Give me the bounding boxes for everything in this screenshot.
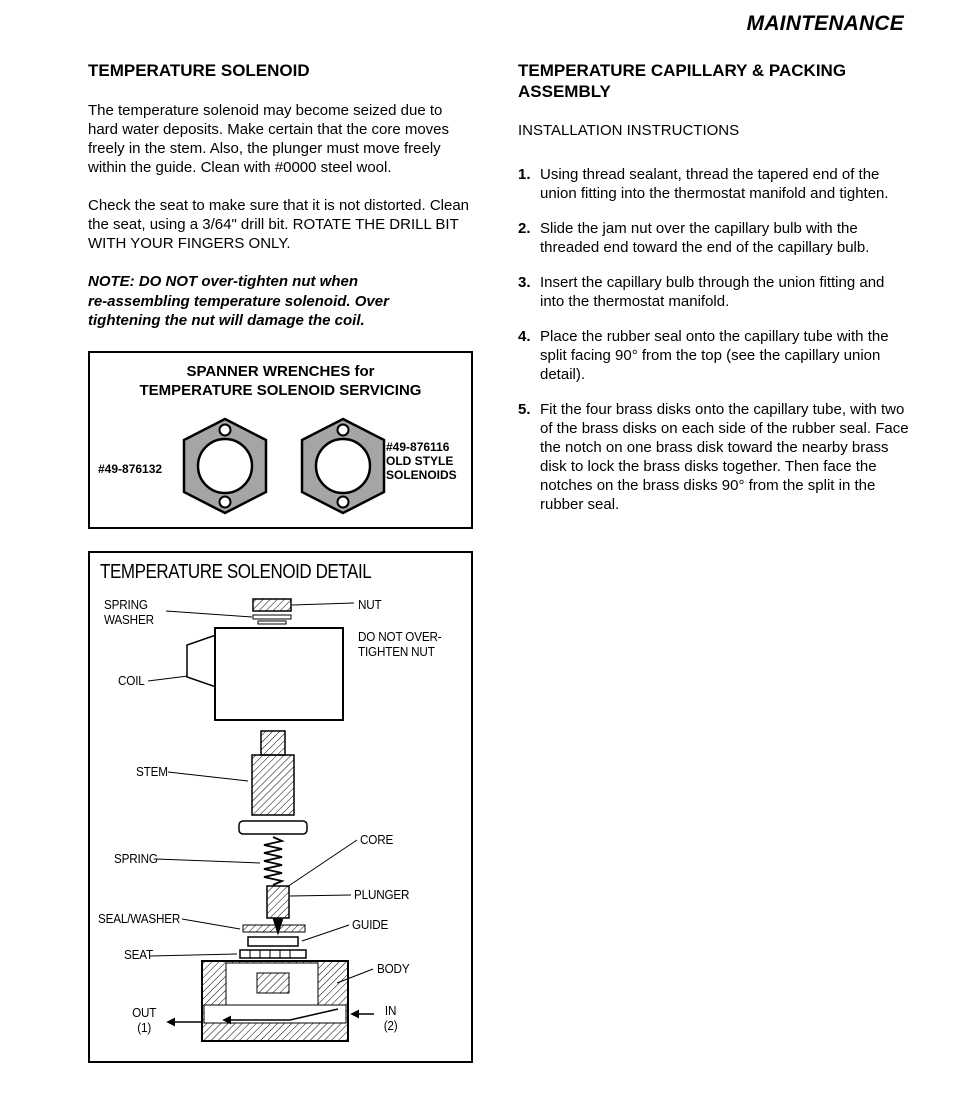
step-number: 2. (518, 220, 531, 237)
stem-part (238, 729, 308, 835)
wrench-right-label-line2: OLD STYLE (386, 453, 454, 468)
label-seat: SEAT (124, 946, 153, 962)
label-coil: COIL (118, 672, 145, 688)
leader-lines (147, 602, 374, 983)
step-number: 4. (518, 328, 531, 345)
wrench-right-label-line1: #49-876116 (386, 439, 450, 454)
spring-washer-part (252, 614, 292, 624)
label-plunger: PLUNGER (354, 886, 410, 902)
step-text: Fit the four brass disks onto the capill… (540, 401, 909, 513)
guide-part (247, 935, 299, 947)
step-item-2: 2. Slide the jam nut over the capillary … (518, 219, 910, 257)
step-text: Slide the jam nut over the capillary bul… (540, 220, 870, 256)
solenoid-exploded-diagram (147, 597, 374, 1042)
wrench-pin-hole-top (336, 423, 350, 436)
installation-steps: 1. Using thread sealant, thread the tape… (518, 165, 910, 514)
body-part (201, 959, 349, 1042)
step-number: 3. (518, 274, 531, 291)
step-number: 1. (518, 166, 531, 183)
wrench-center-hole (314, 437, 372, 494)
left-section-title: TEMPERATURE SOLENOID (88, 61, 310, 80)
solenoid-detail-figure: TEMPERATURE SOLENOID DETAIL SPRING WASHE… (88, 550, 473, 1063)
step-text: Insert the capillary bulb through the un… (540, 274, 885, 310)
label-spring-washer: SPRING WASHER (104, 596, 154, 627)
step-item-1: 1. Using thread sealant, thread the tape… (518, 165, 910, 203)
wrench-part-number-left: #49-876132 (98, 461, 163, 476)
coil-part (186, 626, 344, 721)
detail-figure-title: TEMPERATURE SOLENOID DETAIL (100, 560, 372, 583)
wrench-pin-hole-bottom (336, 495, 350, 508)
spanner-figure-title: SPANNER WRENCHES for TEMPERATURE SOLENOI… (90, 362, 471, 400)
spanner-wrench-drawing-left (182, 417, 268, 514)
right-column: TEMPERATURE CAPILLARY & PACKING ASSEMBLY… (518, 60, 910, 530)
spanner-title-line1: SPANNER WRENCHES for (186, 362, 375, 380)
wrench-pin-hole-top (218, 423, 232, 436)
page-header: MAINTENANCE (746, 12, 904, 35)
flow-arrows (166, 1009, 374, 1026)
seat-part (239, 948, 307, 959)
spanner-title-line2: TEMPERATURE SOLENOID SERVICING (139, 381, 422, 399)
wrench-center-hole (196, 437, 254, 494)
right-section-title: TEMPERATURE CAPILLARY & PACKING ASSEMBLY (518, 61, 847, 101)
nut-part (252, 597, 292, 612)
spring-part (263, 835, 285, 886)
spanner-figure-row: #49-876132 #49-876116 OLD STYLE SOLENOID… (90, 400, 471, 538)
label-in: IN (2) (383, 1002, 398, 1033)
left-column: TEMPERATURE SOLENOID The temperature sol… (88, 60, 473, 1063)
spanner-wrench-figure: SPANNER WRENCHES for TEMPERATURE SOLENOI… (88, 350, 473, 529)
label-guide: GUIDE (352, 916, 389, 932)
step-text: Place the rubber seal onto the capillary… (540, 328, 889, 383)
wrench-right-label-line3: SOLENOIDS (386, 467, 457, 482)
step-text: Using thread sealant, thread the tapered… (540, 166, 889, 202)
wrench-part-number-right: #49-876116 OLD STYLE SOLENOIDS (386, 440, 457, 482)
spanner-wrench-drawing-right (300, 417, 386, 514)
seal-washer-part (242, 924, 306, 932)
label-core: CORE (360, 831, 394, 847)
label-spring: SPRING (114, 850, 158, 866)
wrench-pin-hole-bottom (218, 495, 232, 508)
step-item-5: 5. Fit the four brass disks onto the cap… (518, 400, 910, 514)
step-item-3: 3. Insert the capillary bulb through the… (518, 273, 910, 311)
label-nut: NUT (358, 596, 382, 612)
step-item-4: 4. Place the rubber seal onto the capill… (518, 327, 910, 384)
installation-subtitle: INSTALLATION INSTRUCTIONS (518, 122, 740, 139)
label-out: OUT (1) (132, 1004, 157, 1035)
label-do-not-overtighten: DO NOT OVER- TIGHTEN NUT (358, 628, 442, 659)
label-stem: STEM (136, 763, 168, 779)
left-paragraph-1: The temperature solenoid may become seiz… (88, 102, 450, 176)
step-number: 5. (518, 401, 531, 418)
left-paragraph-2: Check the seat to make sure that it is n… (88, 197, 470, 252)
note-text: NOTE: DO NOT over-tighten nut when re-as… (88, 273, 389, 329)
label-body: BODY (377, 960, 410, 976)
label-seal-washer: SEAL/WASHER (98, 910, 181, 926)
